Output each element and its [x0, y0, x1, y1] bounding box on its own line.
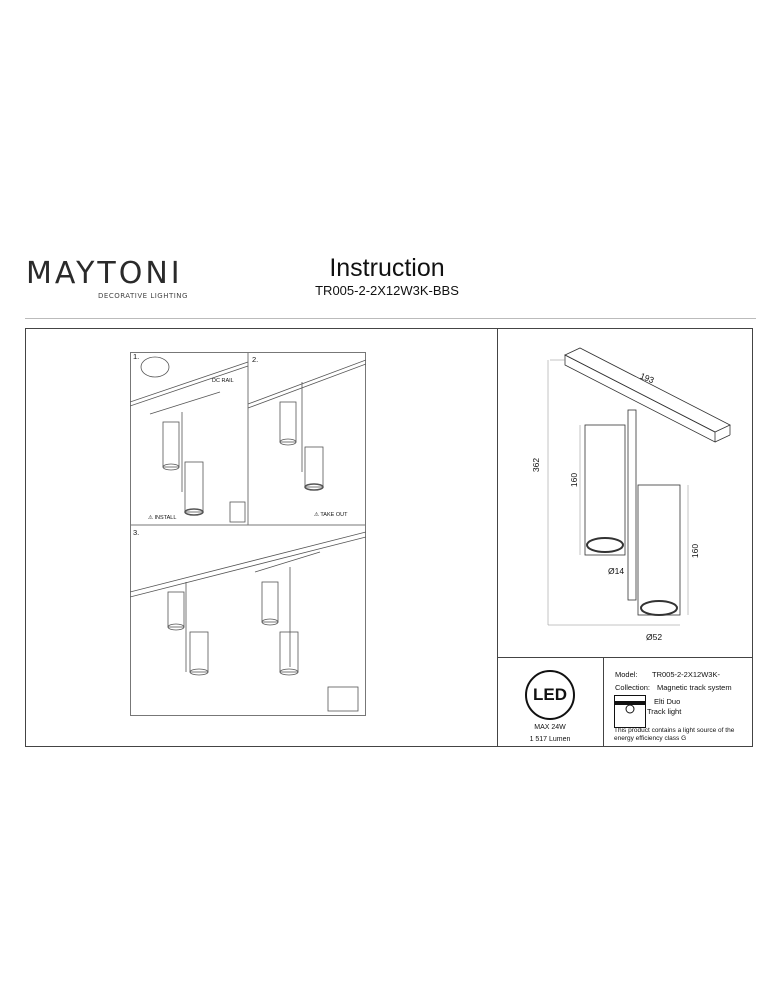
take-out-caption-text: TAKE OUT [320, 512, 348, 518]
dim-head-diameter: Ø52 [646, 632, 663, 642]
step-3-number: 3. [133, 528, 140, 537]
dim-total-height: 362 [531, 457, 542, 473]
collection-label: Collection: [615, 683, 651, 692]
spec-divider-vertical [603, 657, 604, 746]
lumen: 1 517 Lumen [529, 736, 571, 743]
led-badge-icon: LED [525, 670, 575, 720]
install-caption: ⚠ INSTALL [148, 515, 177, 521]
frame-divider [497, 328, 498, 746]
max-power: MAX 24W [534, 724, 566, 731]
content-frame [25, 328, 753, 747]
dim-lower-head-height: 160 [690, 543, 701, 559]
step-1-number: 1. [133, 352, 140, 361]
dim-stem-diameter: Ø14 [608, 566, 625, 576]
page-title: Instruction [329, 254, 445, 282]
series-name: Elti Duo [654, 697, 681, 706]
model-value: TR005-2-2X12W3K- [652, 670, 720, 679]
energy-note: This product contains a light source of … [614, 727, 735, 742]
led-badge-text: LED [533, 685, 567, 704]
product-type: Track light [647, 707, 682, 716]
collection-value: Magnetic track system [657, 683, 732, 692]
dim-upper-head-height: 160 [569, 472, 580, 488]
brand-logo: MAYTONI [26, 256, 183, 291]
installation-diagram [130, 352, 366, 716]
track-light-icon [614, 695, 646, 728]
spec-divider [497, 657, 752, 658]
model-label: Model: [615, 670, 638, 679]
brand-tagline: DECORATIVE LIGHTING [98, 292, 188, 300]
model-code: TR005-2-2X12W3K-BBS [315, 283, 459, 298]
take-out-caption: ⚠ TAKE OUT [314, 512, 348, 518]
dimension-drawing [547, 347, 731, 626]
install-caption-text: INSTALL [154, 515, 177, 521]
header-divider [25, 318, 756, 319]
dc-rail-label: DC RAIL [212, 378, 234, 384]
step-2-number: 2. [252, 355, 259, 364]
